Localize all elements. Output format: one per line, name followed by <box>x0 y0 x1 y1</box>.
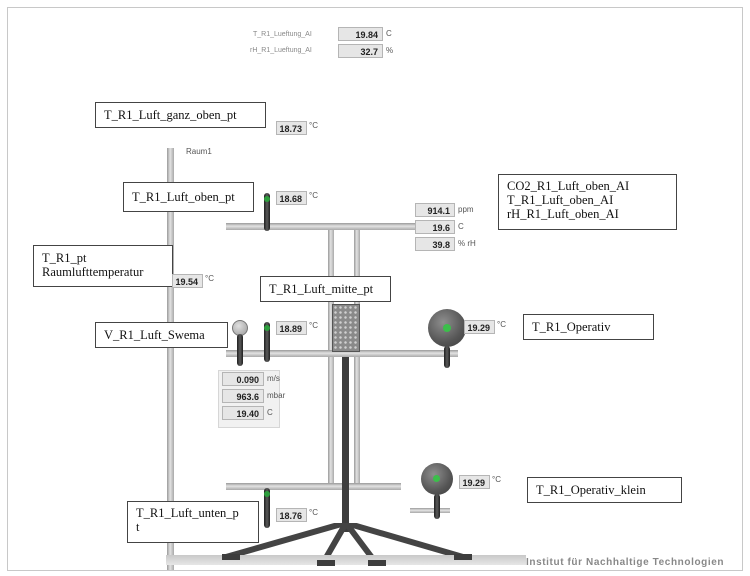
label-swema: V_R1_Luft_Swema <box>95 322 228 348</box>
co2-line: CO2_R1_Luft_oben_AI <box>507 179 630 193</box>
label-operativ-klein: T_R1_Operativ_klein <box>527 477 682 503</box>
label-operativ: T_R1_Operativ <box>523 314 654 340</box>
raum-line-2: Raumlufttemperatur <box>42 265 144 279</box>
lueftung-temp-unit: C <box>386 29 392 38</box>
unit-raum: °C <box>205 274 214 283</box>
rh-oben-line: rH_R1_Luft_oben_AI <box>507 207 619 221</box>
value-ppm: 914.1 <box>415 203 455 217</box>
value-temp-oben-ai: 19.6 <box>415 220 455 234</box>
floor-feet <box>222 552 447 558</box>
unten-sensor-led <box>264 491 270 497</box>
sensor-block <box>332 304 360 352</box>
unten-line-1: T_R1_Luft_unten_p <box>136 506 239 520</box>
swema-stick <box>237 334 243 366</box>
small-crossbar <box>410 508 450 513</box>
value-luft-unten: 18.76 <box>276 508 307 522</box>
unit-operativ-klein: °C <box>492 475 501 484</box>
unit-luft-unten: °C <box>309 508 318 517</box>
middle-crossbar <box>226 350 458 357</box>
label-co2-group: CO2_R1_Luft_oben_AI T_R1_Luft_oben_AI rH… <box>498 174 677 230</box>
lueftung-temp-label: T_R1_Lueftung_AI <box>253 31 312 38</box>
unten-temp-sensor <box>264 488 270 528</box>
unit-luft-ganz-oben: °C <box>309 121 318 130</box>
foot-4 <box>454 554 472 560</box>
lueftung-rh-unit: % <box>386 46 394 55</box>
label-luft-oben: T_R1_Luft_oben_pt <box>123 182 254 212</box>
value-rh-oben: 39.8 <box>415 237 455 251</box>
unit-pressure: mbar <box>267 391 286 400</box>
room-label: Raum1 <box>186 147 212 156</box>
temp-oben-ai-line: T_R1_Luft_oben_AI <box>507 193 614 207</box>
unit-operativ: °C <box>497 320 506 329</box>
unit-temp-oben-ai: C <box>458 222 464 231</box>
visualization-panel: T_R1_Lueftung_AI 19.84 C rH_R1_Lueftung_… <box>7 7 743 571</box>
stand-pole-right <box>354 230 360 485</box>
room-pole <box>167 148 174 570</box>
floor-bar <box>166 555 526 565</box>
unten-line-2: t <box>136 520 140 534</box>
oben-temp-sensor <box>264 193 270 231</box>
foot-3 <box>368 560 386 566</box>
value-luft-oben: 18.68 <box>276 191 307 205</box>
value-operativ-klein: 19.29 <box>459 475 490 489</box>
lueftung-rh-value: 32.7 <box>338 44 383 58</box>
value-operativ: 19.29 <box>464 320 495 334</box>
stand-column <box>342 357 349 532</box>
unit-rh-oben: % rH <box>458 239 476 248</box>
upper-crossbar <box>226 223 416 230</box>
label-luft-mitte: T_R1_Luft_mitte_pt <box>260 276 391 302</box>
stand-pole-left <box>328 230 334 485</box>
value-velocity: 0.090 <box>222 372 264 386</box>
unit-swema-temp: °C <box>309 321 318 330</box>
value-swema-temp: 18.89 <box>276 321 307 335</box>
oben-sensor-led <box>264 196 270 202</box>
lower-crossbar <box>226 483 401 490</box>
label-luft-ganz-oben: T_R1_Luft_ganz_oben_pt <box>95 102 266 128</box>
operativ-globe-stick <box>444 346 450 368</box>
footer-text: Institut für Nachhaltige Technologien <box>526 557 725 568</box>
foot-2 <box>317 560 335 566</box>
operativ-klein-led <box>433 475 440 482</box>
lueftung-rh-label: rH_R1_Lueftung_AI <box>250 47 312 54</box>
unit-ppm: ppm <box>458 205 474 214</box>
value-pressure: 963.6 <box>222 389 264 403</box>
unit-velocity: m/s <box>267 374 280 383</box>
unit-temp-swema: C <box>267 408 273 417</box>
foot-1 <box>222 554 240 560</box>
operativ-globe-led <box>443 324 451 332</box>
mitte-temp-sensor <box>264 322 270 362</box>
mitte-sensor-led <box>264 325 270 331</box>
value-luft-ganz-oben: 18.73 <box>276 121 307 135</box>
lueftung-temp-value: 19.84 <box>338 27 383 41</box>
unit-luft-oben: °C <box>309 191 318 200</box>
operativ-klein-stick <box>434 494 440 519</box>
label-luft-unten: T_R1_Luft_unten_p t <box>127 501 259 543</box>
raum-line-1: T_R1_pt <box>42 251 87 265</box>
label-raumluft: T_R1_pt Raumlufttemperatur <box>33 245 173 287</box>
value-temp-swema: 19.40 <box>222 406 264 420</box>
value-raum: 19.54 <box>172 274 203 288</box>
